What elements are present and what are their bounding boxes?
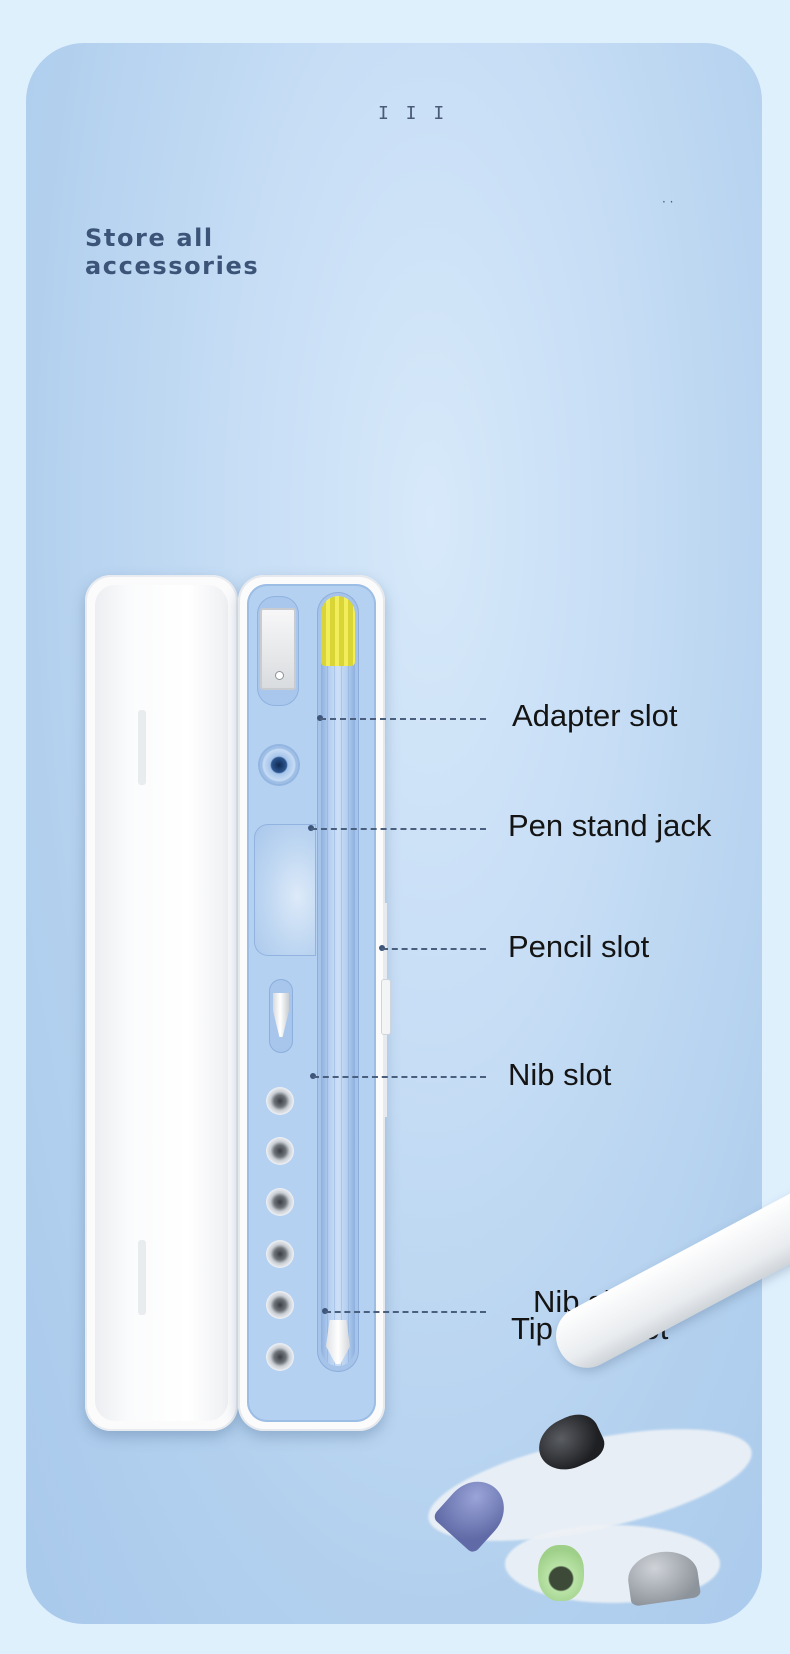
label-pencil-slot: Pencil slot	[508, 929, 650, 964]
pencil	[321, 596, 355, 1366]
tip-hole	[266, 1240, 294, 1268]
pencil-cap	[321, 596, 355, 666]
finger-pocket	[254, 824, 316, 956]
storage-tray	[247, 584, 376, 1422]
clasp	[382, 980, 390, 1034]
pencil-well	[317, 592, 359, 1372]
pencil-ribs	[321, 596, 355, 1366]
nib-icon	[273, 993, 289, 1037]
adapter	[260, 608, 296, 690]
leader-line-nib	[313, 1076, 486, 1078]
adapter-hole-icon	[275, 671, 284, 680]
leader-line-adapter	[320, 718, 486, 720]
green-tip-cap	[538, 1545, 584, 1601]
case-base	[238, 575, 385, 1431]
leader-line-tip	[325, 1311, 486, 1313]
pen-stand-jack	[260, 746, 298, 784]
tip-hole	[266, 1188, 294, 1216]
tip-hole	[266, 1343, 294, 1371]
tip-hole	[266, 1291, 294, 1319]
hinge	[138, 1240, 146, 1315]
leader-line-pencil	[382, 948, 486, 950]
tip-hole	[266, 1137, 294, 1165]
label-nib-slot: Nib slot	[508, 1057, 612, 1092]
label-pen-stand-jack: Pen stand jack	[508, 808, 712, 843]
label-adapter-slot: Adapter slot	[512, 698, 678, 733]
headline-line-1: Store all	[85, 224, 214, 252]
headline: Store all accessories	[85, 224, 345, 280]
adapter-well	[257, 596, 299, 706]
lid-interior	[95, 585, 228, 1421]
headline-line-2: accessories	[85, 252, 260, 280]
case-lid	[85, 575, 238, 1431]
hinge	[138, 710, 146, 785]
leader-line-jack	[311, 828, 486, 830]
tip-hole	[266, 1087, 294, 1115]
decorative-dots: · ·	[662, 195, 674, 209]
decorative-marks: I I I	[378, 103, 448, 124]
nib-slot	[269, 979, 293, 1053]
